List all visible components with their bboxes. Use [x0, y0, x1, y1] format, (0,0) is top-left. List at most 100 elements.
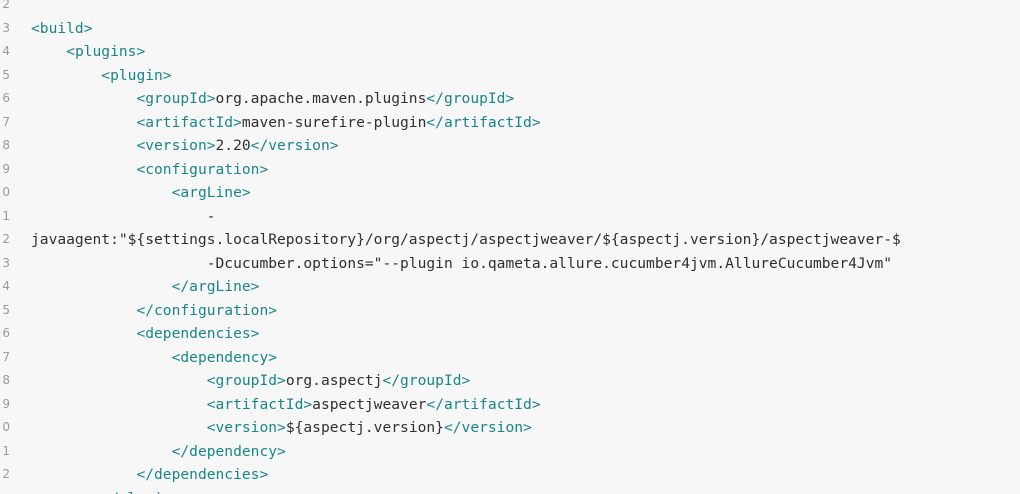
indent: [31, 396, 207, 413]
code-line[interactable]: 5 </configuration>: [0, 299, 1020, 323]
xml-tag: <artifactId>: [206, 395, 313, 413]
xml-tag: <groupId>: [206, 372, 286, 389]
indent: [31, 184, 172, 201]
line-number: 1: [2, 208, 10, 223]
indent: [31, 43, 66, 60]
indent: [31, 372, 207, 389]
code-line[interactable]: </plugin>: [0, 487, 1020, 494]
code-line[interactable]: 6 <dependencies>: [0, 322, 1020, 346]
indent: [31, 137, 136, 154]
xml-tag: <artifactId>: [136, 113, 242, 131]
line-number: 0: [2, 185, 10, 199]
line-content: </dependencies>: [31, 463, 268, 487]
line-content: <plugin>: [31, 64, 172, 88]
indent: [31, 255, 207, 272]
code-line[interactable]: 3 -Dcucumber.options="--plugin io.qameta…: [0, 252, 1020, 276]
line-number: 7: [2, 349, 10, 364]
xml-tag: </artifactId>: [426, 113, 541, 131]
line-number: 5: [2, 67, 10, 82]
line-number: 8: [2, 373, 10, 387]
line-content: <version>2.20</version>: [31, 134, 339, 158]
xml-tag: <argLine>: [171, 184, 251, 201]
line-number: 2: [2, 467, 10, 481]
indent: [31, 443, 172, 460]
line-number: 0: [2, 420, 10, 434]
line-content: <artifactId>maven-surefire-plugin</artif…: [31, 111, 541, 135]
line-content: </configuration>: [31, 299, 277, 323]
xml-tag: </argLine>: [171, 278, 260, 295]
xml-tag: <dependency>: [171, 348, 278, 366]
code-line[interactable]: 2: [0, 0, 1020, 17]
line-number: 8: [2, 138, 10, 152]
xml-tag: <plugin>: [101, 66, 172, 84]
xml-text: ${aspectj.version}: [285, 419, 444, 436]
line-content: <build>: [31, 17, 93, 41]
line-number: 4: [2, 279, 10, 293]
code-line[interactable]: 7 <dependency>: [0, 346, 1020, 370]
code-line[interactable]: 2 </dependencies>: [0, 463, 1020, 487]
line-content: -: [31, 205, 216, 229]
xml-tag: </groupId>: [382, 372, 471, 389]
code-line[interactable]: 5 <plugin>: [0, 64, 1020, 88]
xml-tag: </dependencies>: [136, 466, 269, 483]
line-number: 4: [2, 44, 10, 58]
xml-tag: <dependencies>: [136, 325, 260, 342]
line-number: 2: [2, 232, 10, 246]
xml-text: aspectjweaver: [312, 395, 427, 413]
line-content: <version>${aspectj.version}</version>: [31, 416, 532, 440]
xml-tag: <version>: [136, 137, 216, 154]
xml-tag: <build>: [31, 19, 93, 37]
line-content: <argLine>: [31, 181, 251, 205]
xml-text: -: [206, 207, 216, 225]
xml-tag: <configuration>: [136, 160, 269, 178]
xml-text: org.apache.maven.plugins: [215, 90, 427, 107]
line-content: <groupId>org.aspectj</groupId>: [31, 369, 471, 393]
xml-tag: <groupId>: [136, 90, 216, 107]
line-content: <configuration>: [31, 158, 268, 182]
xml-tag: </groupId>: [426, 90, 515, 107]
xml-tag: <version>: [206, 419, 286, 436]
line-content: </plugin>: [31, 487, 180, 494]
code-line[interactable]: 8 <groupId>org.aspectj</groupId>: [0, 369, 1020, 393]
xml-tag: </plugin>: [101, 490, 180, 494]
xml-text: 2.20: [215, 137, 251, 154]
indent: [31, 278, 172, 295]
code-line[interactable]: 6 <groupId>org.apache.maven.plugins</gro…: [0, 87, 1020, 111]
code-line[interactable]: 9 <artifactId>aspectjweaver</artifactId>: [0, 393, 1020, 417]
xml-text: -Dcucumber.options="--plugin io.qameta.a…: [206, 254, 893, 272]
line-content: <plugins>: [31, 40, 145, 64]
xml-tag: </artifactId>: [426, 395, 541, 413]
xml-text: maven-surefire-plugin: [241, 113, 427, 131]
line-content: </argLine>: [31, 275, 260, 299]
line-content: <dependency>: [31, 346, 277, 370]
line-number: 2: [2, 0, 10, 11]
line-number-gutter: [0, 0, 18, 494]
line-number: 6: [2, 91, 10, 105]
indent: [31, 490, 101, 494]
line-number: 9: [2, 396, 10, 411]
code-line[interactable]: 0 <argLine>: [0, 181, 1020, 205]
code-line[interactable]: 7 <artifactId>maven-surefire-plugin</art…: [0, 111, 1020, 135]
indent: [31, 114, 136, 131]
indent: [31, 325, 136, 342]
line-content: </dependency>: [31, 440, 286, 464]
xml-tag: </dependency>: [171, 442, 286, 460]
xml-tag: </configuration>: [136, 301, 278, 319]
line-number: 7: [2, 114, 10, 129]
code-line[interactable]: 4 </argLine>: [0, 275, 1020, 299]
xml-tag: <plugins>: [66, 43, 146, 60]
code-line[interactable]: 1 </dependency>: [0, 440, 1020, 464]
code-line[interactable]: 9 <configuration>: [0, 158, 1020, 182]
code-line[interactable]: 1 -: [0, 205, 1020, 229]
code-line[interactable]: 4 <plugins>: [0, 40, 1020, 64]
line-number: 1: [2, 443, 10, 458]
xml-tag: </version>: [250, 137, 339, 154]
code-line[interactable]: 8 <version>2.20</version>: [0, 134, 1020, 158]
indent: [31, 90, 136, 107]
code-line[interactable]: 0 <version>${aspectj.version}</version>: [0, 416, 1020, 440]
line-content: <groupId>org.apache.maven.plugins</group…: [31, 87, 514, 111]
code-line[interactable]: 3<build>: [0, 17, 1020, 41]
